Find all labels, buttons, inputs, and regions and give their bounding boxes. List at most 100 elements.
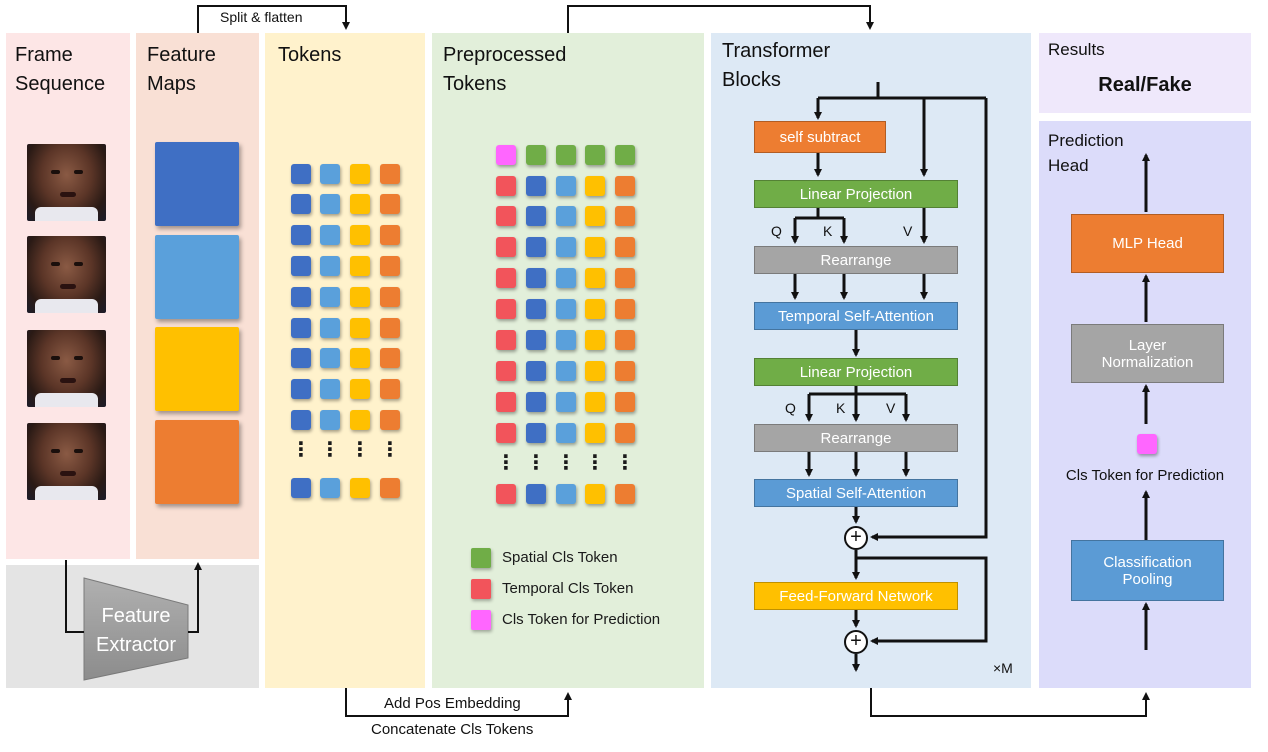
- ellipsis-dots: ⋮: [556, 452, 576, 474]
- self-subtract-box: self subtract: [754, 121, 886, 153]
- layer-normalization-box: Layer Normalization: [1071, 324, 1224, 383]
- token: [350, 287, 370, 307]
- token: [615, 484, 635, 504]
- token: [585, 206, 605, 226]
- token: [380, 194, 400, 214]
- ellipsis-dots: ⋮: [526, 452, 546, 474]
- token: [556, 330, 576, 350]
- token: [291, 287, 311, 307]
- q-label-1: Q: [771, 223, 782, 239]
- results-title: Results: [1048, 40, 1105, 59]
- token: [526, 268, 546, 288]
- temporal-cls-label: Temporal Cls Token: [502, 580, 634, 597]
- token: [350, 348, 370, 368]
- preprocessed-tokens-panel: [432, 33, 704, 688]
- token: [556, 299, 576, 319]
- token: [350, 164, 370, 184]
- feature-map-2: [155, 235, 239, 319]
- result-value: Real/Fake: [1098, 74, 1192, 96]
- linear-projection-box-2: Linear Projection: [754, 358, 958, 386]
- token: [585, 299, 605, 319]
- token: [350, 478, 370, 498]
- tokens-panel: [265, 33, 425, 688]
- token: [615, 237, 635, 257]
- cls-token-prediction-label: Cls Token for Prediction: [1065, 467, 1225, 484]
- spatial-cls-label: Spatial Cls Token: [502, 549, 618, 566]
- temporal-cls-swatch: [471, 579, 491, 599]
- feed-forward-network-box: Feed-Forward Network: [754, 582, 958, 610]
- token: [320, 225, 340, 245]
- ellipsis-dots: ⋮: [320, 439, 340, 461]
- token: [380, 318, 400, 338]
- spatial-cls-token: [585, 145, 605, 165]
- token: [526, 423, 546, 443]
- token: [350, 256, 370, 276]
- prediction-cls-swatch: [471, 610, 491, 630]
- token: [291, 379, 311, 399]
- rearrange-box-1: Rearrange: [754, 246, 958, 274]
- v-label-1: V: [903, 223, 913, 239]
- ellipsis-dots: ⋮: [291, 439, 311, 461]
- video-frame-4: [27, 423, 106, 500]
- token: [615, 330, 635, 350]
- residual-add-2: +: [844, 630, 868, 654]
- frame-sequence-title: Frame Sequence: [15, 44, 106, 95]
- tokens-title: Tokens: [278, 44, 342, 66]
- prediction-cls-token: [1137, 434, 1157, 454]
- v-label-2: V: [886, 400, 896, 416]
- results-panel: [1039, 33, 1251, 113]
- video-frame-2: [27, 236, 106, 313]
- token: [556, 392, 576, 412]
- token: [350, 410, 370, 430]
- temporal-cls-token: [496, 392, 516, 412]
- token: [526, 299, 546, 319]
- temporal-cls-token: [496, 423, 516, 443]
- token: [380, 164, 400, 184]
- token: [380, 379, 400, 399]
- token: [320, 194, 340, 214]
- temporal-cls-token: [496, 484, 516, 504]
- video-frame-1: [27, 144, 106, 221]
- token: [291, 256, 311, 276]
- token: [291, 225, 311, 245]
- temporal-cls-token: [496, 237, 516, 257]
- spatial-cls-token: [615, 145, 635, 165]
- token: [526, 206, 546, 226]
- token: [556, 361, 576, 381]
- token: [526, 176, 546, 196]
- k-label-2: K: [836, 400, 846, 416]
- video-frame-3: [27, 330, 106, 407]
- token: [585, 484, 605, 504]
- token: [615, 423, 635, 443]
- token: [585, 268, 605, 288]
- token: [526, 330, 546, 350]
- token: [380, 410, 400, 430]
- token: [291, 348, 311, 368]
- token: [585, 423, 605, 443]
- spatial-cls-token: [556, 145, 576, 165]
- classification-pooling-box: Classification Pooling: [1071, 540, 1224, 601]
- token: [556, 176, 576, 196]
- prediction-cls-label: Cls Token for Prediction: [502, 611, 661, 628]
- token: [350, 194, 370, 214]
- token: [585, 176, 605, 196]
- token: [291, 318, 311, 338]
- token: [556, 423, 576, 443]
- temporal-cls-token: [496, 361, 516, 381]
- token: [556, 237, 576, 257]
- spatial-self-attention-box: Spatial Self-Attention: [754, 479, 958, 507]
- token: [380, 348, 400, 368]
- token: [320, 318, 340, 338]
- token: [615, 268, 635, 288]
- token: [526, 484, 546, 504]
- token: [380, 256, 400, 276]
- add-pos-embedding-label: Add Pos Embedding: [384, 695, 521, 712]
- spatial-cls-token: [526, 145, 546, 165]
- token: [380, 478, 400, 498]
- q-label-2: Q: [785, 400, 796, 416]
- token: [350, 225, 370, 245]
- token: [291, 164, 311, 184]
- token: [615, 392, 635, 412]
- feature-map-1: [155, 142, 239, 226]
- token: [291, 410, 311, 430]
